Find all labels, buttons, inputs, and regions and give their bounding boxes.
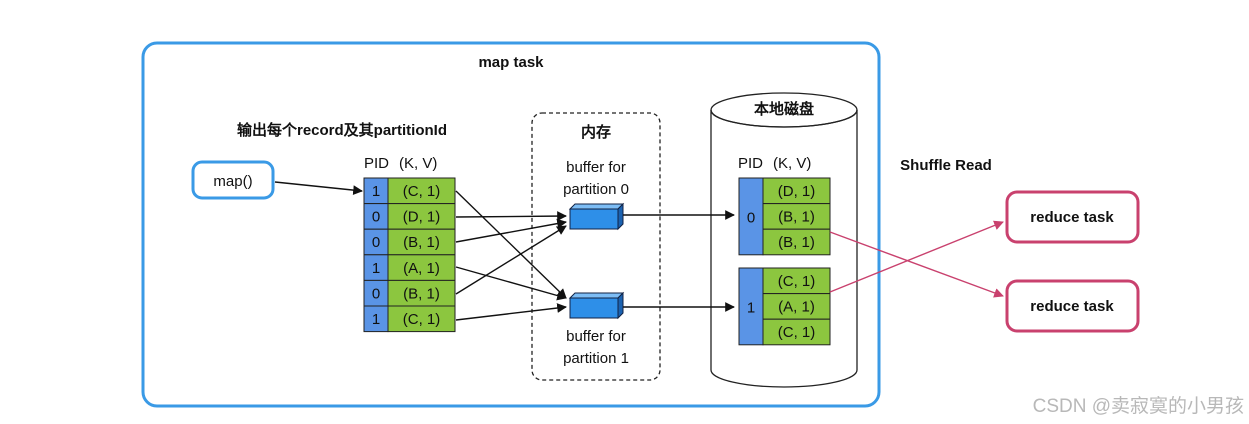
arrow-record5-to-buffer0 [455, 225, 567, 295]
reduce-task-label-2: reduce task [1030, 298, 1114, 315]
disk-kv-cell [762, 228, 831, 256]
map-task-title: map task [478, 54, 544, 71]
disk-partition-1: 1 (C, 1) (A, 1) (C, 1) [738, 267, 831, 346]
disk-title: 本地磁盘 [754, 100, 814, 118]
disk-partition-id: 1 [747, 299, 755, 316]
disk-pid-cell [738, 267, 764, 346]
disk-record-kv: (A, 1) [778, 299, 815, 316]
disk-record-kv: (D, 1) [778, 183, 816, 200]
record-kv: (C, 1) [403, 311, 441, 328]
record-kv-cell [387, 279, 456, 307]
map-task-box [141, 41, 881, 408]
watermark: CSDN @卖寂寞的小男孩 [1033, 395, 1244, 417]
map-function-label: map() [213, 173, 252, 190]
buffer-partition-1 [568, 291, 625, 320]
records-kv-header: (K, V) [399, 155, 437, 172]
disk-partition-0: 0 (D, 1) (B, 1) (B, 1) [738, 177, 831, 256]
disk-kv-cell [762, 318, 831, 346]
disk-record-kv: (B, 1) [778, 209, 815, 226]
arrow-record1-to-buffer1 [455, 190, 567, 299]
arrow-record6-to-buffer1 [455, 303, 567, 321]
disk-partition-id: 0 [747, 209, 755, 226]
reduce-task-box-1 [1005, 190, 1140, 244]
record-kv: (D, 1) [403, 209, 441, 226]
memory-title: 内存 [581, 123, 611, 141]
arrow-disk-p1-to-reduce1 [829, 220, 1004, 293]
disk-kv-cell [762, 293, 831, 320]
flow-arrows [274, 181, 735, 321]
record-pid: 1 [372, 260, 380, 277]
arrow-record4-to-buffer1 [455, 266, 567, 301]
record-pid: 1 [372, 311, 380, 328]
shuffle-read-label: Shuffle Read [900, 157, 992, 174]
reduce-task-box-2 [1005, 279, 1140, 333]
arrow-record3-to-buffer0 [455, 218, 567, 243]
record-kv: (A, 1) [403, 260, 440, 277]
shuffle-read-arrows [829, 220, 1004, 298]
disk-kv-header: (K, V) [773, 155, 811, 172]
disk-record-kv: (C, 1) [778, 273, 816, 290]
arrow-disk-p0-to-reduce2 [829, 231, 1004, 298]
arrow-record2-to-buffer0 [455, 211, 567, 221]
record-kv: (B, 1) [403, 234, 440, 251]
record-kv: (B, 1) [403, 285, 440, 302]
disk-tables: 0 (D, 1) (B, 1) (B, 1) 1 (C, 1) (A, 1) (C, 1) [738, 177, 831, 346]
record-pid-cell [363, 254, 389, 281]
output-label: 输出每个record及其partitionId [237, 121, 447, 139]
disk-record-kv: (C, 1) [778, 324, 816, 341]
record-pid: 0 [372, 234, 380, 251]
disk-kv-cell [762, 267, 831, 295]
record-pid: 0 [372, 285, 380, 302]
record-kv: (C, 1) [403, 183, 441, 200]
record-kv-cell [387, 305, 456, 333]
record-pid: 0 [372, 209, 380, 226]
records-table: 1 (C, 1) 0 (D, 1) 0 (B, 1) 1 (A, 1) 0 (B, 1) 1 (C, … [363, 177, 456, 333]
record-pid-cell [363, 279, 389, 307]
map-function-box [191, 160, 275, 200]
disk-pid-header: PID [738, 155, 763, 172]
record-pid-cell [363, 305, 389, 333]
buffer-partition-0 [568, 202, 625, 231]
record-pid: 1 [372, 183, 380, 200]
disk-kv-cell [762, 203, 831, 230]
reduce-task-label-1: reduce task [1030, 209, 1114, 226]
disk-pid-cell [738, 177, 764, 256]
arrow-map-to-records [274, 181, 363, 195]
disk-record-kv: (B, 1) [778, 234, 815, 251]
record-pid-cell [363, 228, 389, 256]
records-pid-header: PID [364, 155, 389, 172]
